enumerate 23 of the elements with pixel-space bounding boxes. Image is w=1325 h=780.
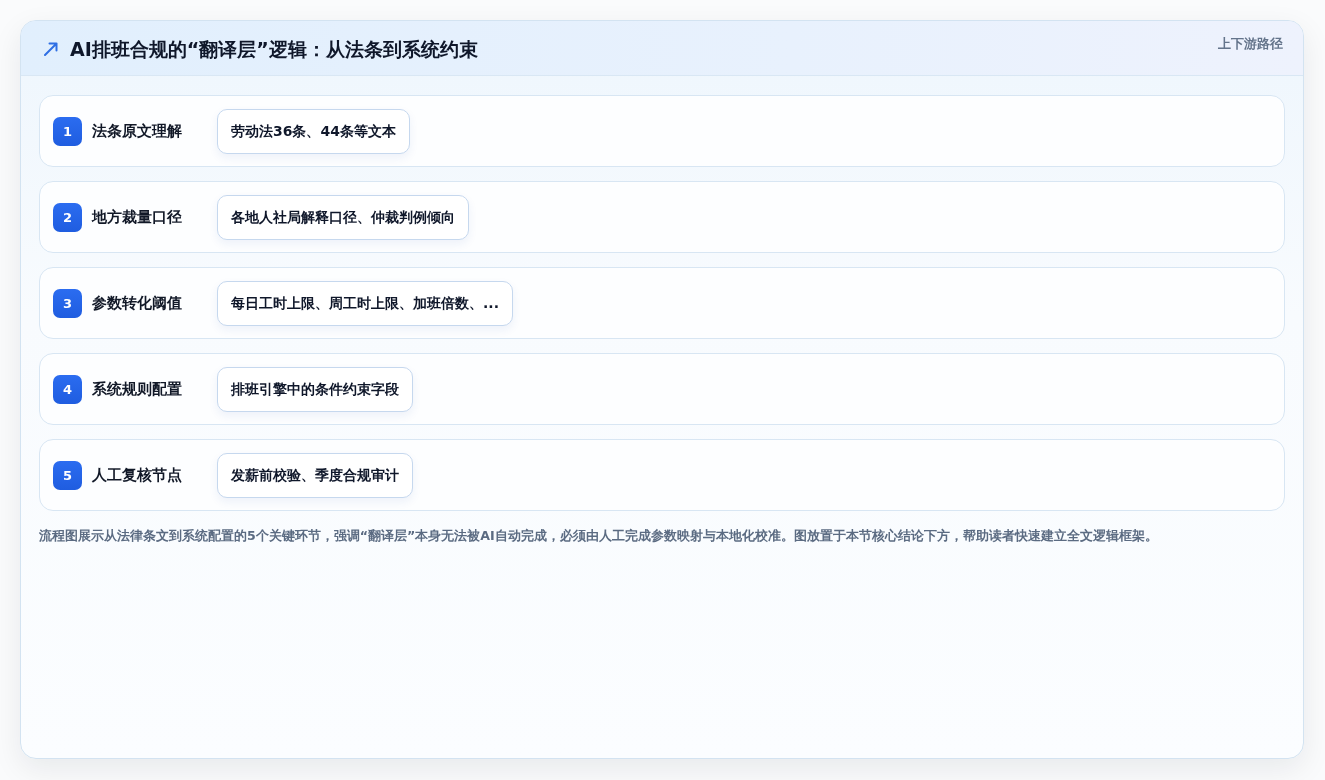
step-label: 人工复核节点 bbox=[92, 466, 182, 485]
step-label: 系统规则配置 bbox=[92, 380, 182, 399]
step-row bbox=[39, 439, 1285, 511]
step-number: 1 bbox=[53, 116, 82, 146]
caption: 流程图展示从法律条文到系统配置的5个关键环节，强调“翻译层”本身无法被AI自动完成，必须由人工完成参数映射与本地化校准。图放置于本节核心结论下方，帮助读者快速建立全文逻辑框架。 bbox=[39, 527, 1158, 545]
detail-box: 各地人社局解释口径、仲裁判例倾向 bbox=[217, 194, 469, 240]
detail-box: 发薪前校验、季度合规审计 bbox=[217, 452, 413, 498]
header-note: 上下游路径 bbox=[1218, 35, 1283, 53]
detail-box: 排班引擎中的条件约束字段 bbox=[217, 366, 413, 412]
step-label: 参数转化阈值 bbox=[92, 294, 182, 313]
title: AI排班合规的“翻译层”逻辑：从法条到系统约束 bbox=[70, 37, 478, 62]
step-row bbox=[39, 95, 1285, 167]
step-number: 3 bbox=[53, 288, 82, 318]
step-row bbox=[39, 353, 1285, 425]
step-label: 法条原文理解 bbox=[92, 122, 182, 141]
step-label: 地方裁量口径 bbox=[92, 208, 182, 227]
step-row bbox=[39, 267, 1285, 339]
step-number: 2 bbox=[53, 202, 82, 232]
detail-box: 每日工时上限、周工时上限、加班倍数、... bbox=[217, 280, 513, 326]
step-row bbox=[39, 181, 1285, 253]
step-number: 4 bbox=[53, 374, 82, 404]
step-number: 5 bbox=[53, 460, 82, 490]
detail-box: 劳动法36条、44条等文本 bbox=[217, 108, 410, 154]
